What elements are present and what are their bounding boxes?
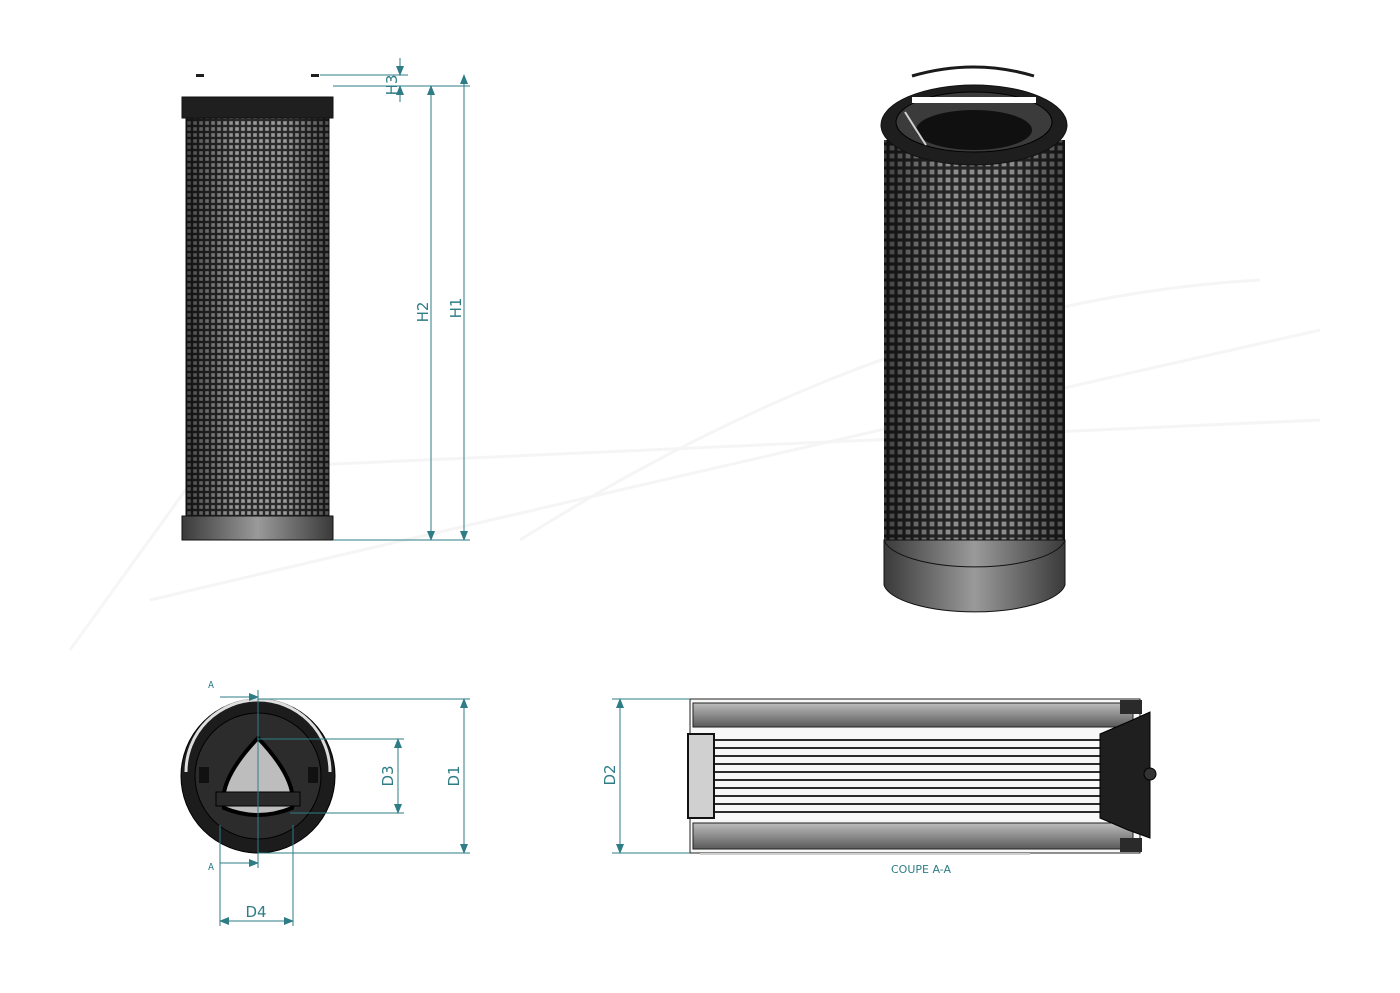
dim-d1: D1: [445, 765, 463, 786]
section-marker-top: A: [208, 680, 214, 691]
section-view: [687, 698, 1157, 855]
dim-h1: H1: [447, 298, 465, 319]
dim-d2: D2: [601, 764, 619, 785]
dim-d4: D4: [245, 903, 266, 921]
dim-d3: D3: [379, 765, 397, 786]
front-view: [181, 74, 334, 541]
top-lip-left: [196, 74, 204, 77]
dim-h2: H2: [414, 302, 432, 323]
isometric-view: [880, 65, 1068, 613]
top-lip-right: [311, 74, 319, 77]
top-cap: [181, 96, 334, 119]
height-dimensions: H3 H2 H1: [320, 58, 470, 541]
section-marker-bottom: A: [208, 862, 214, 873]
end-view-dimensions: D1 D3 D4: [219, 698, 470, 926]
section-view-dimensions: D2 COUPE A-A: [601, 698, 951, 876]
dim-h3: H3: [383, 75, 401, 96]
bottom-cap: [181, 515, 334, 541]
section-markers: A A: [208, 680, 259, 873]
pleats: [712, 739, 1100, 813]
section-caption: COUPE A-A: [891, 863, 951, 876]
